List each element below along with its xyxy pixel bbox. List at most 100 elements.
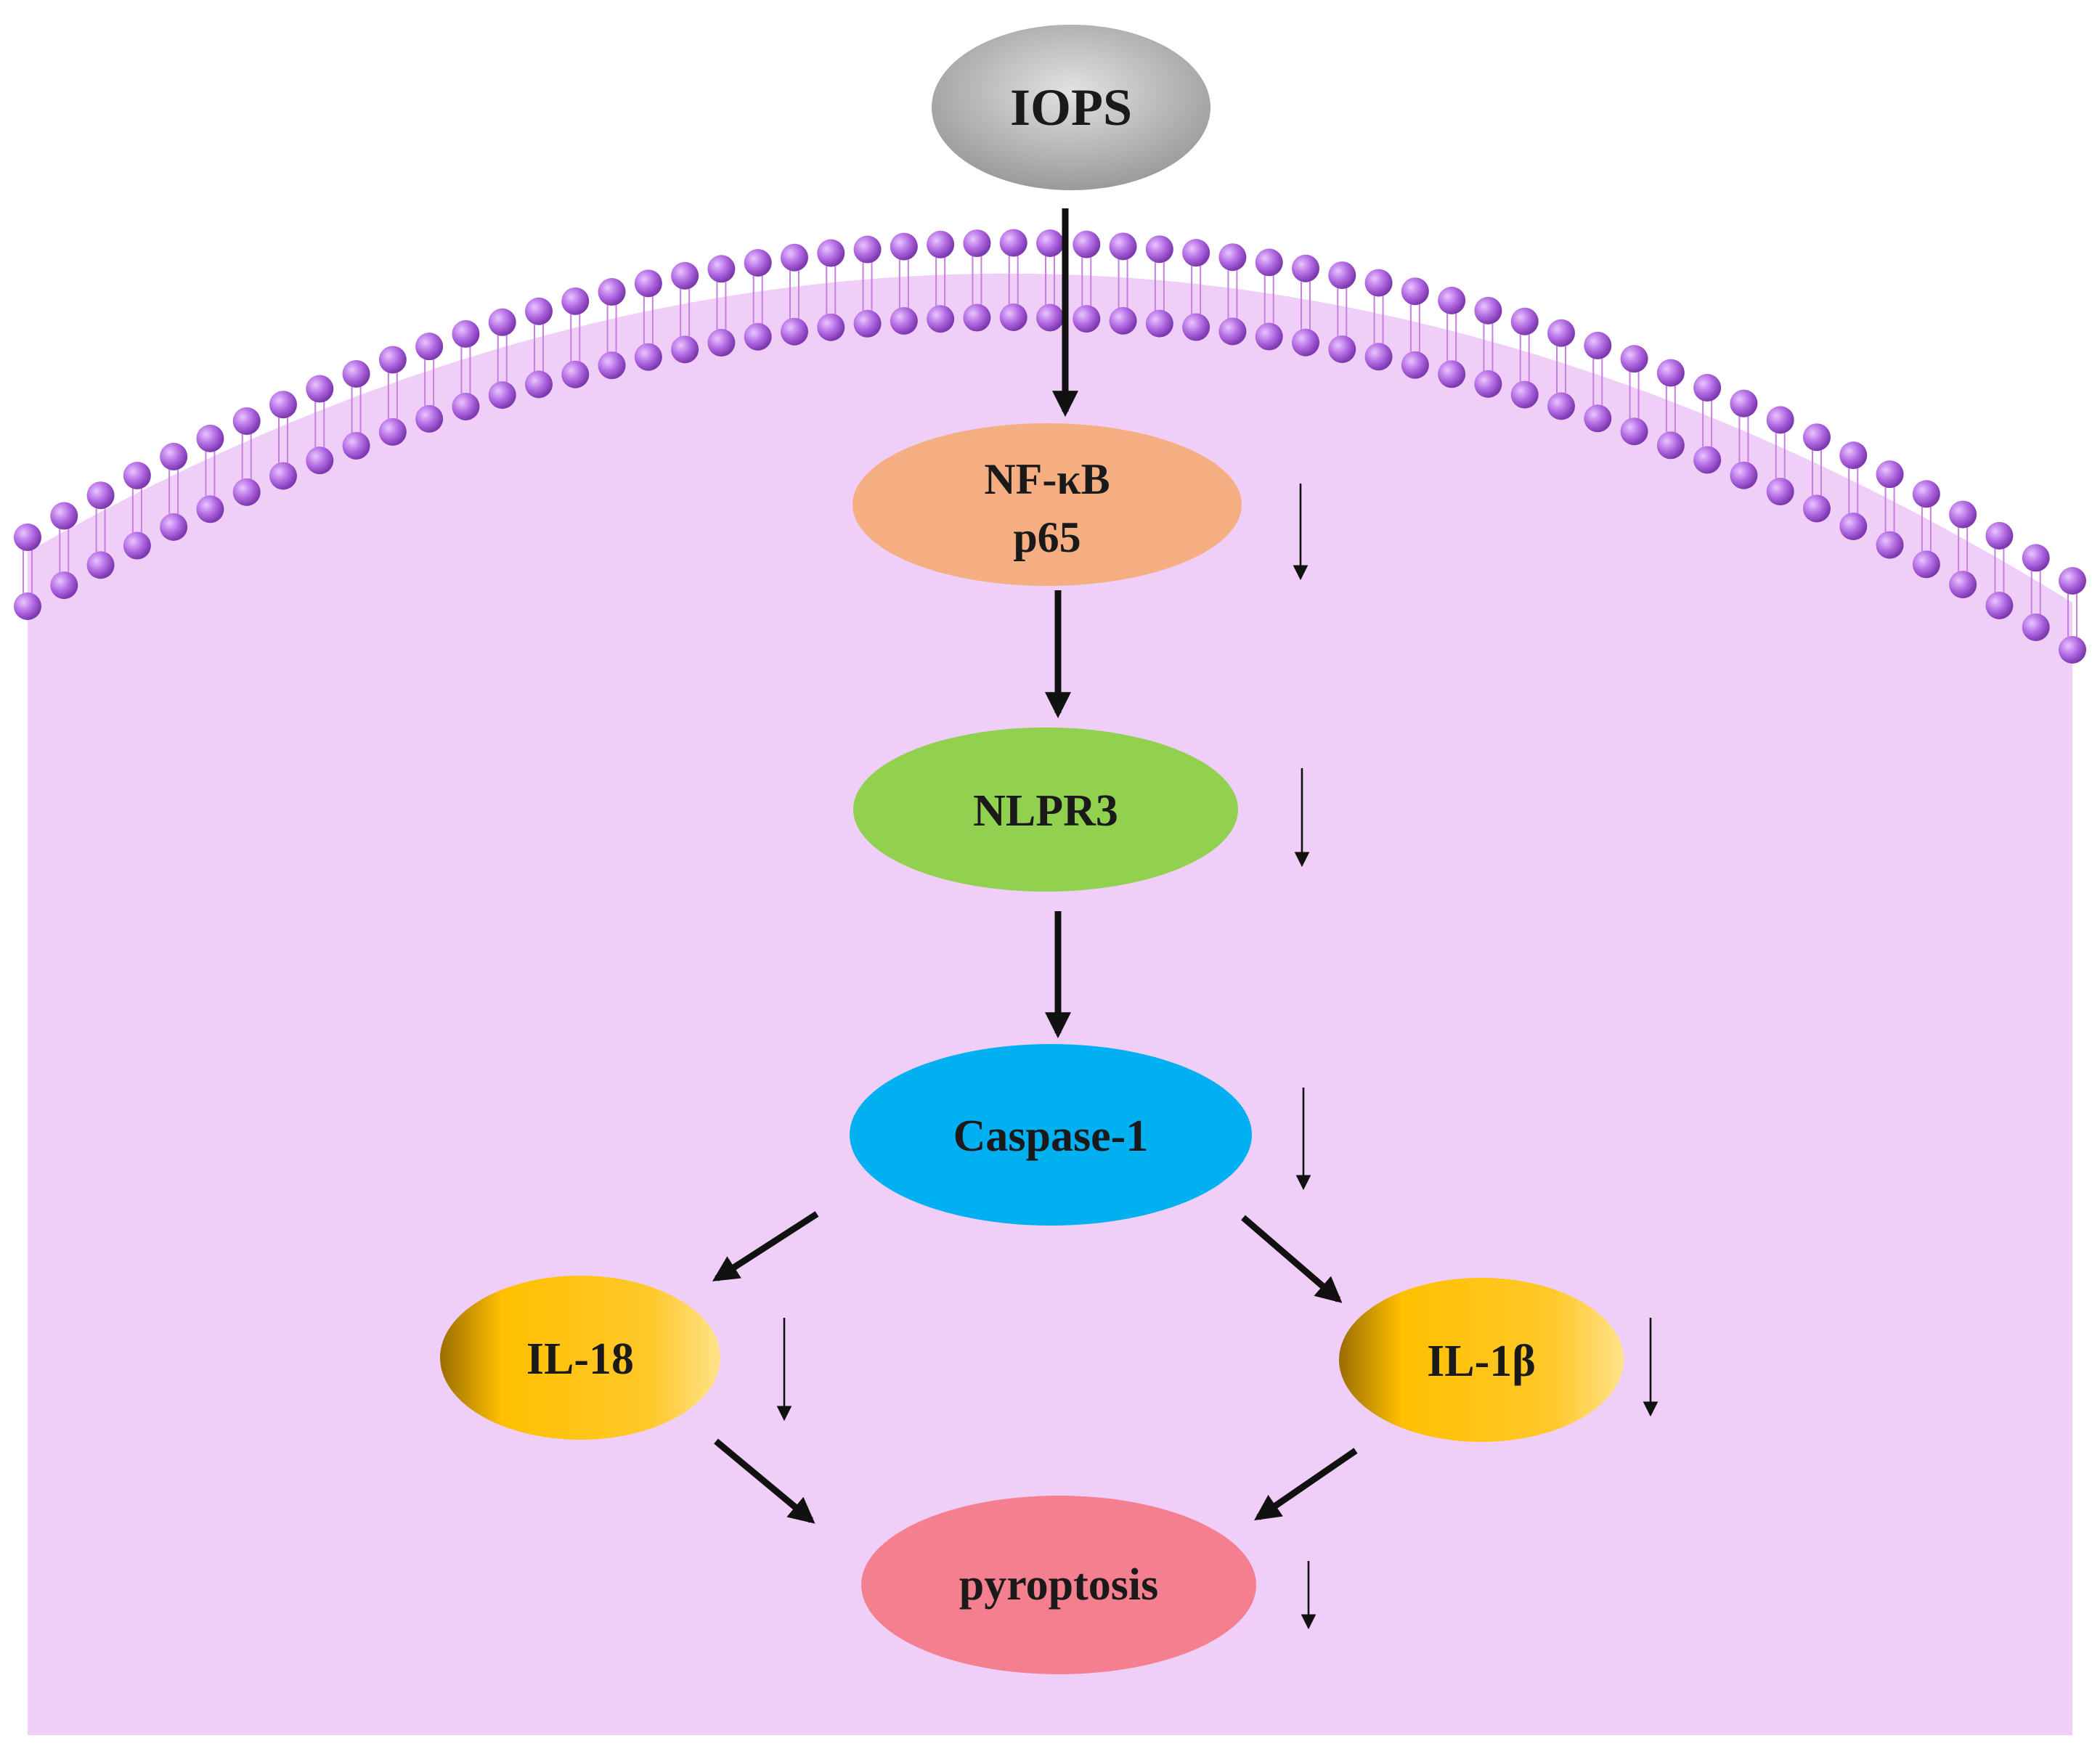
lipid-head bbox=[378, 346, 407, 374]
lipid-head bbox=[1073, 230, 1101, 258]
lipid-head bbox=[86, 481, 115, 510]
lipid-head bbox=[1364, 269, 1393, 297]
lipid-head bbox=[1839, 441, 1868, 470]
lipid-head bbox=[1584, 404, 1612, 433]
lipid-head bbox=[1401, 351, 1429, 379]
node-iops: IOPS bbox=[932, 25, 1210, 190]
node-pyroptosis: pyroptosis bbox=[861, 1496, 1256, 1674]
node-caspase-1: Caspase-1 bbox=[850, 1044, 1252, 1226]
lipid-head bbox=[50, 571, 78, 600]
lipid-head bbox=[2022, 613, 2050, 641]
lipid-head bbox=[817, 239, 845, 267]
lipid-head bbox=[196, 495, 224, 523]
lipid-head bbox=[1949, 571, 1977, 599]
lipid-head bbox=[1109, 306, 1137, 335]
lipid-head bbox=[232, 407, 261, 435]
arrow-il1b-to-pyroptosis bbox=[1254, 1448, 1358, 1521]
lipid-head bbox=[1255, 248, 1283, 277]
node-il18-label: IL-18 bbox=[526, 1334, 634, 1384]
lipid-head bbox=[927, 230, 955, 258]
lipid-head bbox=[14, 592, 41, 620]
lipid-head bbox=[781, 317, 808, 346]
lipid-head bbox=[1145, 309, 1173, 338]
lipid-head bbox=[1547, 392, 1575, 420]
node-il18-shape bbox=[440, 1276, 720, 1440]
lipid-head bbox=[306, 375, 334, 403]
lipid-head bbox=[1255, 322, 1283, 351]
lipid-head bbox=[1620, 345, 1648, 373]
lipid-head bbox=[1364, 343, 1393, 371]
lipid-head bbox=[452, 319, 480, 348]
lipid-head bbox=[378, 417, 407, 446]
lipid-head bbox=[1510, 380, 1539, 409]
lipid-head bbox=[634, 343, 662, 371]
lipid-head bbox=[123, 531, 151, 560]
lipid-head bbox=[744, 322, 772, 351]
lipid-head bbox=[598, 278, 626, 306]
lipid-head bbox=[1145, 235, 1173, 264]
lipid-head bbox=[1876, 531, 1904, 559]
arrow-caspase1-to-il1b bbox=[1241, 1215, 1343, 1303]
node-pyroptosis-label: pyroptosis bbox=[959, 1560, 1159, 1610]
lipid-head bbox=[781, 243, 808, 272]
lipid-head bbox=[1218, 243, 1247, 272]
lipid-head bbox=[1438, 286, 1466, 314]
lipid-head bbox=[1693, 374, 1722, 402]
node-il1b-shape bbox=[1339, 1278, 1624, 1442]
lipid-head bbox=[561, 360, 590, 388]
lipid-head bbox=[1693, 446, 1722, 474]
node-il-1b: IL-1β bbox=[1339, 1278, 1624, 1442]
lipid-head bbox=[1547, 319, 1575, 347]
lipid-head bbox=[999, 303, 1027, 331]
lipid-head bbox=[196, 424, 224, 452]
node-caspase1-label: Caspase-1 bbox=[953, 1112, 1149, 1161]
node-il1b-label: IL-1β bbox=[1427, 1337, 1536, 1386]
node-nfkb-label-line1: NF-κB bbox=[984, 455, 1110, 503]
lipid-head bbox=[1328, 261, 1356, 290]
arrow-caspase1-to-il18 bbox=[712, 1211, 819, 1281]
lipid-head bbox=[1510, 307, 1539, 335]
lipid-head bbox=[1109, 232, 1137, 261]
lipid-head bbox=[963, 229, 991, 258]
lipid-head bbox=[488, 308, 516, 336]
lipid-head bbox=[634, 269, 662, 298]
lipid-head bbox=[707, 329, 736, 357]
lipid-head bbox=[671, 261, 699, 290]
lipid-head bbox=[2022, 544, 2050, 572]
lipid-head bbox=[671, 335, 699, 364]
lipid-head bbox=[1803, 494, 1831, 523]
lipid-head bbox=[14, 523, 41, 551]
lipid-head bbox=[269, 462, 297, 490]
lipid-head bbox=[1474, 296, 1502, 325]
lipid-head bbox=[160, 513, 188, 541]
lipid-head bbox=[342, 431, 370, 460]
lipid-head bbox=[1036, 303, 1064, 332]
lipid-head bbox=[1656, 431, 1685, 460]
lipid-bilayer-membrane bbox=[14, 229, 2086, 664]
node-iops-shape bbox=[932, 25, 1210, 190]
lipid-head bbox=[1474, 370, 1502, 398]
lipid-head bbox=[927, 305, 955, 333]
lipid-head bbox=[525, 297, 553, 325]
lipid-head bbox=[1949, 500, 1977, 529]
lipid-head bbox=[1218, 317, 1247, 346]
lipid-head bbox=[817, 313, 845, 341]
lipid-head bbox=[1036, 229, 1064, 257]
arrow-il18-to-pyroptosis bbox=[714, 1438, 815, 1524]
lipid-head bbox=[1584, 331, 1612, 359]
lipid-head bbox=[890, 232, 918, 261]
lipid-head bbox=[415, 404, 444, 433]
node-caspase1-shape bbox=[850, 1044, 1252, 1226]
lipid-head bbox=[1730, 389, 1758, 417]
lipid-head bbox=[1182, 313, 1210, 341]
lipid-head bbox=[160, 442, 188, 470]
lipid-head bbox=[1839, 512, 1868, 540]
lipid-head bbox=[1656, 359, 1685, 387]
lipid-head bbox=[1766, 406, 1794, 434]
lipid-head bbox=[123, 461, 151, 489]
node-il-18: IL-18 bbox=[440, 1276, 720, 1440]
lipid-head bbox=[707, 255, 736, 283]
lipid-head bbox=[1912, 550, 1940, 579]
node-nlpr3: NLPR3 bbox=[853, 727, 1238, 892]
